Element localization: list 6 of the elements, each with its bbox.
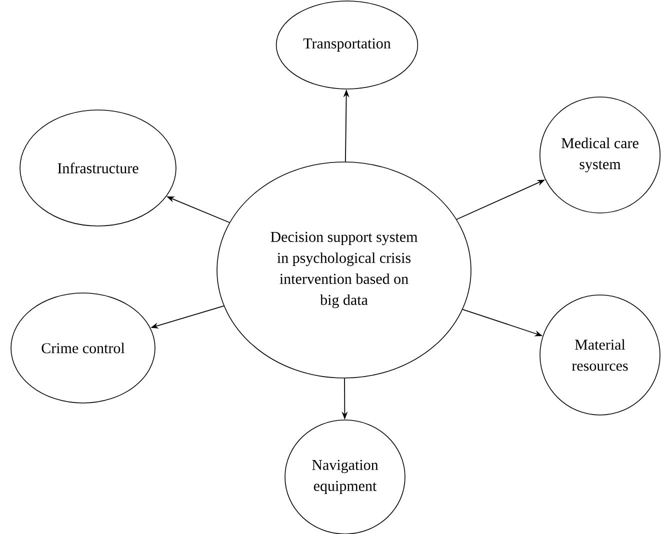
ellipse-node: Crime control [10, 292, 156, 404]
ellipse-node: Infrastructure [20, 110, 176, 226]
ellipse-node: Decision support system in psychological crisis intervention based on big data [216, 162, 472, 378]
ellipse-node: Material resources [540, 294, 660, 416]
ellipse-node: Transportation [276, 0, 418, 90]
ellipse-node: Medical care system [540, 96, 660, 214]
